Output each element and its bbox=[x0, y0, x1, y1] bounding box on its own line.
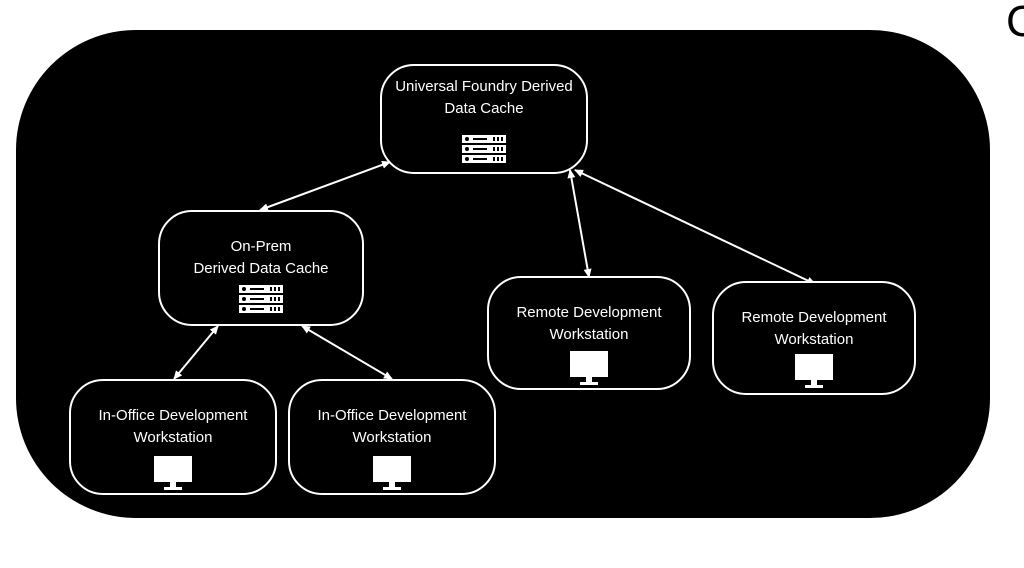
universal-cache-node[interactable]: Universal Foundry Derived Data Cache bbox=[380, 64, 588, 174]
office-workstation-node-2[interactable]: In-Office Development Workstation bbox=[288, 379, 496, 495]
cropped-edge-glyph: C bbox=[1006, 0, 1024, 44]
monitor-icon bbox=[373, 456, 411, 490]
server-rack-icon bbox=[239, 285, 283, 313]
edge-onprem-to-office-1 bbox=[173, 325, 219, 380]
remote-workstation-label-2: Remote Development Workstation bbox=[741, 309, 887, 348]
office-workstation-node-1[interactable]: In-Office Development Workstation bbox=[69, 379, 277, 495]
edge-onprem-to-office-2 bbox=[301, 325, 393, 380]
server-rack-icon bbox=[462, 135, 506, 163]
remote-workstation-label-1: Remote Development Workstation bbox=[516, 304, 662, 343]
monitor-icon bbox=[570, 351, 608, 385]
monitor-icon bbox=[154, 456, 192, 490]
remote-workstation-node-2[interactable]: Remote Development Workstation bbox=[712, 281, 916, 395]
universal-cache-label: Universal Foundry Derived Data Cache bbox=[395, 78, 573, 117]
office-workstation-label-1: In-Office Development Workstation bbox=[98, 407, 248, 446]
onprem-cache-node[interactable]: On-Prem Derived Data Cache bbox=[158, 210, 364, 326]
onprem-cache-label: On-Prem Derived Data Cache bbox=[193, 238, 329, 277]
edge-universal-to-onprem bbox=[259, 161, 391, 211]
monitor-icon bbox=[795, 354, 833, 388]
remote-workstation-node-1[interactable]: Remote Development Workstation bbox=[487, 276, 691, 390]
office-workstation-label-2: In-Office Development Workstation bbox=[317, 407, 467, 446]
edge-universal-to-remote-2 bbox=[574, 169, 816, 285]
edge-universal-to-remote-1 bbox=[567, 169, 592, 278]
